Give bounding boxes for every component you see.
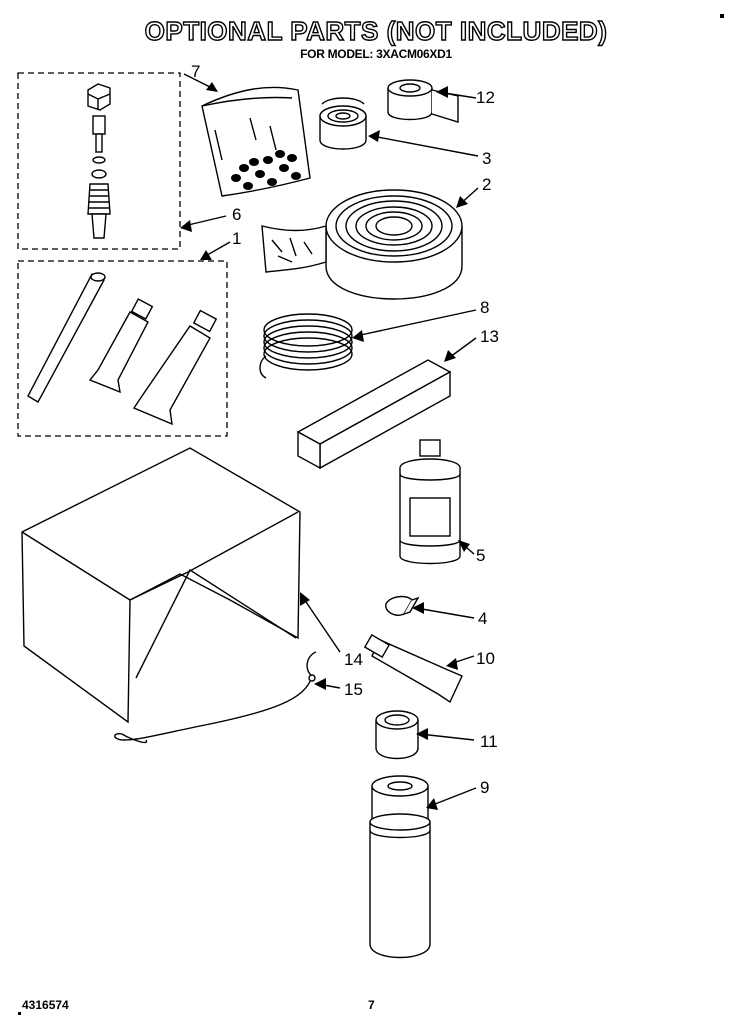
callout-9: 9	[480, 778, 489, 797]
callout-7: 7	[191, 62, 200, 81]
part-1-kit	[17, 260, 228, 437]
callout-15: 15	[344, 680, 363, 699]
part-14-cover	[21, 447, 301, 724]
callout-12: 12	[476, 88, 495, 107]
part-15-cord	[114, 651, 317, 744]
callout-2: 2	[482, 175, 491, 194]
part-12-tape	[387, 79, 459, 123]
kit-6-dashed-box	[17, 72, 181, 250]
part-6-kit	[17, 72, 181, 250]
small-tube-drawing	[88, 298, 154, 394]
part-4-capsule	[385, 595, 420, 616]
callout-14: 14	[344, 650, 363, 669]
callout-13: 13	[480, 327, 499, 346]
part-7-bag	[201, 86, 311, 197]
corner-mark	[18, 1012, 21, 1015]
callout-labels: 7 12 3 2 6 1 8 13 5 4 10 14 15 11 9	[191, 62, 499, 797]
callout-8: 8	[480, 298, 489, 317]
part-5-bottle	[399, 439, 461, 565]
callout-10: 10	[476, 649, 495, 668]
corner-mark	[720, 14, 724, 18]
part-10-tube	[363, 633, 463, 704]
callout-11: 11	[480, 732, 498, 751]
callout-5: 5	[476, 546, 485, 565]
callout-4: 4	[478, 609, 487, 628]
part-13-block	[296, 359, 452, 470]
part-8-coil	[259, 313, 353, 379]
callout-1: 1	[232, 229, 241, 248]
model-subtitle: FOR MODEL: 3XACM06XD1	[300, 47, 452, 61]
valve-fitting-drawing	[87, 83, 111, 239]
part-2-roll	[261, 189, 463, 300]
page-title: OPTIONAL PARTS (NOT INCLUDED)	[144, 15, 608, 46]
part-3-tape	[319, 97, 367, 150]
document-number: 4316574	[22, 998, 69, 1012]
page-number: 7	[368, 998, 375, 1012]
part-9-can	[369, 775, 431, 959]
leader-lines	[180, 73, 479, 810]
rod-drawing	[27, 273, 105, 403]
kit-1-dashed-box	[17, 260, 228, 437]
callout-3: 3	[482, 149, 491, 168]
large-tube-drawing	[132, 309, 218, 426]
callout-6: 6	[232, 205, 241, 224]
part-11-cap	[375, 710, 419, 760]
